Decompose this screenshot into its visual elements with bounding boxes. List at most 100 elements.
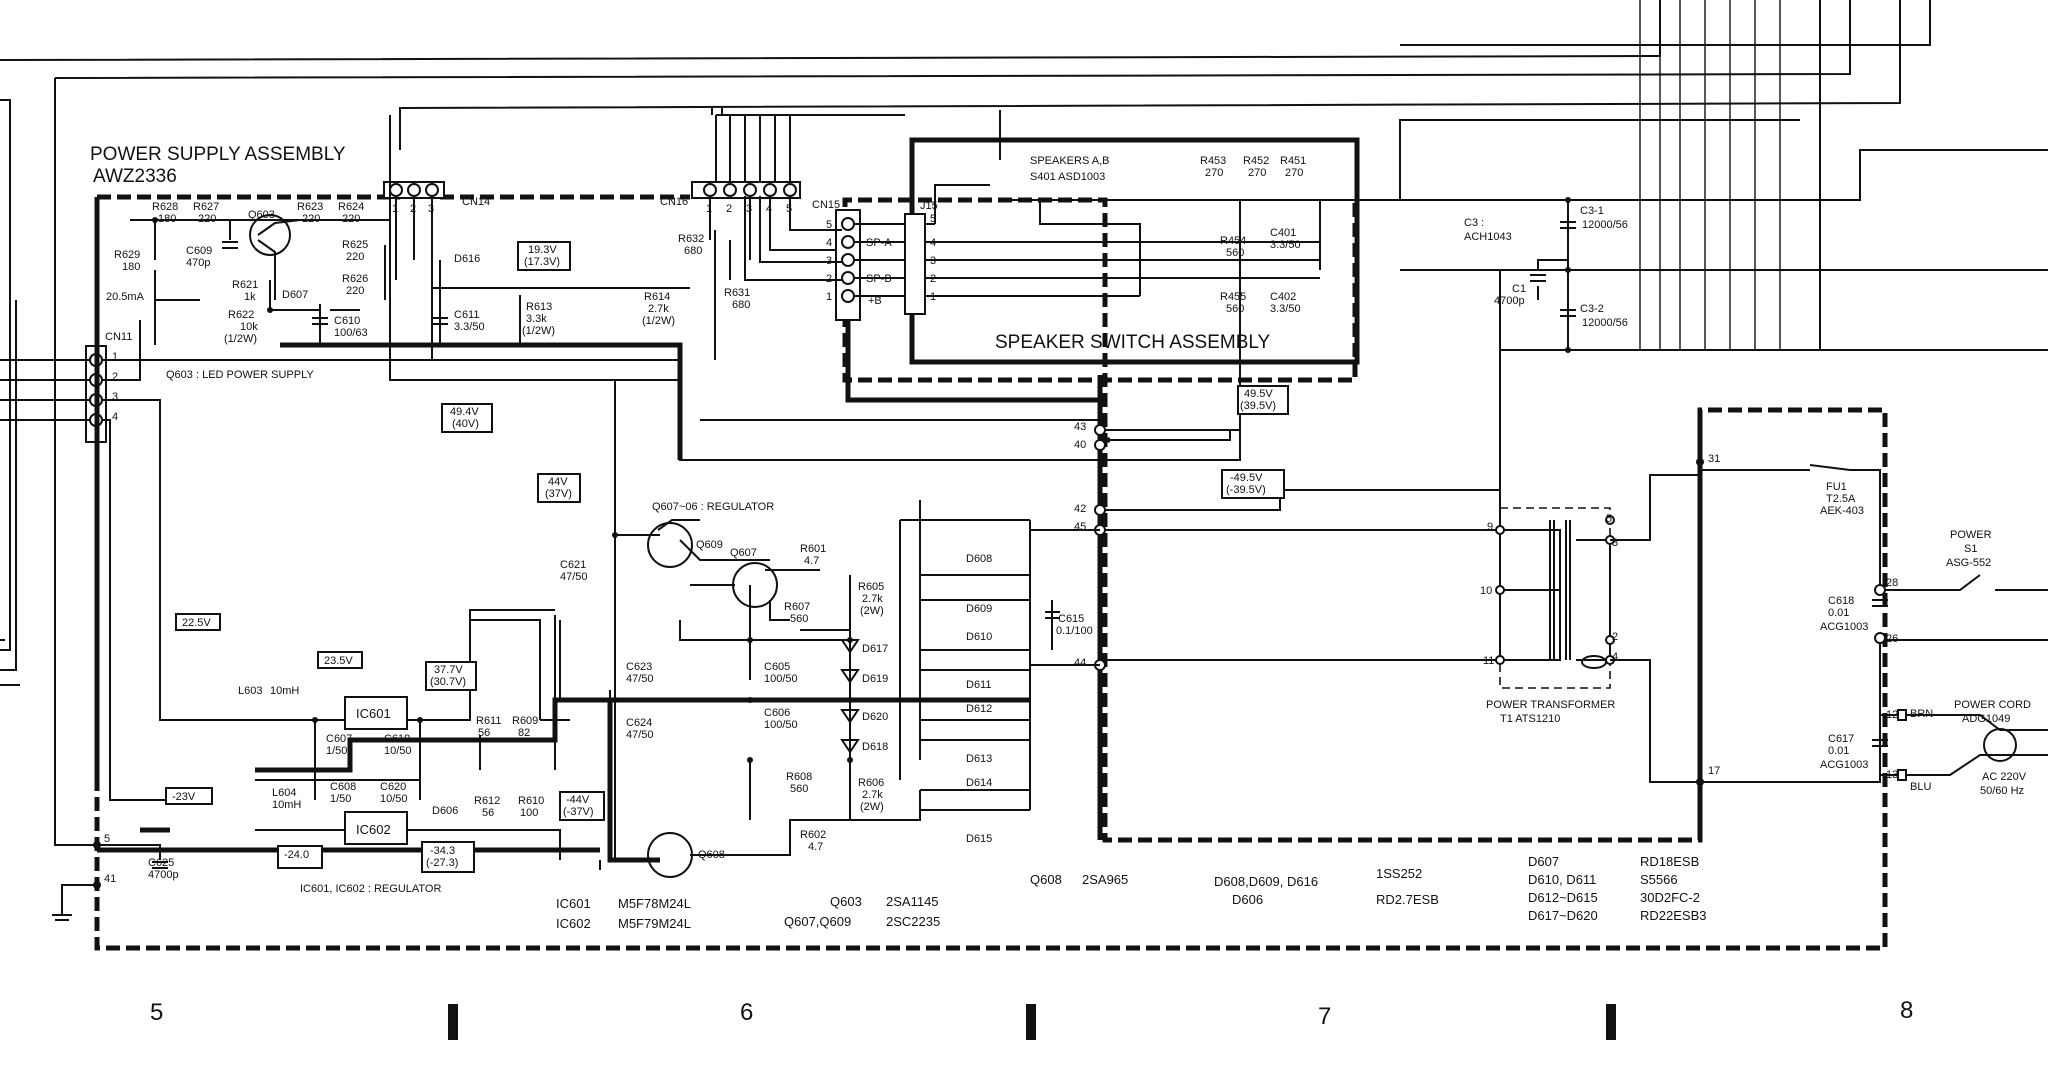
schematic-label: R455 — [1220, 291, 1246, 303]
schematic-label: 680 — [732, 299, 750, 311]
schematic-label: 19.3V — [528, 244, 557, 256]
schematic-label: IC601, IC602 : REGULATOR — [300, 883, 441, 895]
schematic-label: 1 — [930, 291, 936, 303]
schematic-label: 37.7V — [434, 664, 463, 676]
schematic-label: 2 — [112, 371, 118, 383]
schematic-label: R628 — [152, 201, 178, 213]
schematic-label: D608 — [966, 553, 992, 565]
schematic-label: R631 — [724, 287, 750, 299]
schematic-label: 2SC2235 — [886, 914, 940, 929]
schematic-label: 2SA1145 — [886, 894, 939, 909]
schematic-label: D617~D620 — [1528, 908, 1598, 923]
schematic-label: C3-1 — [1580, 205, 1604, 217]
schematic-label: D611 — [966, 679, 991, 691]
schematic-label: 4.7 — [808, 841, 823, 853]
schematic-label: D610 — [966, 631, 992, 643]
schematic-label: D617 — [862, 643, 888, 655]
schematic-label: C401 — [1270, 227, 1296, 239]
schematic-label: FU1 — [1826, 481, 1847, 493]
schematic-label: 1 — [826, 291, 832, 303]
schematic-label: 1/50 — [326, 745, 347, 757]
schematic-label: C624 — [626, 717, 652, 729]
schematic-label: 4 — [930, 237, 936, 249]
schematic-label: BLU — [1910, 781, 1931, 793]
schematic-label: 4 — [826, 237, 832, 249]
schematic-label: D608,D609, D616 — [1214, 874, 1318, 889]
top-bus-lines — [0, 0, 1931, 846]
schematic-label: S1 — [1964, 543, 1977, 555]
schematic-label: CN16 — [660, 196, 688, 208]
assembly-part: AWZ2336 — [93, 166, 177, 187]
schematic-label: RD18ESB — [1640, 854, 1699, 869]
schematic-label: Q603 — [248, 209, 275, 221]
schematic-label: 470p — [186, 257, 210, 269]
schematic-label: POWER CORD — [1954, 699, 2031, 711]
schematic-label: C611 — [454, 309, 479, 321]
cn15-connector — [744, 196, 1110, 443]
schematic-label: (-27.3) — [426, 857, 458, 869]
j15-jack — [904, 184, 1321, 315]
schematic-label: 49.4V — [450, 406, 479, 418]
schematic-label: -23V — [172, 791, 196, 803]
schematic-label: 5 — [786, 203, 792, 215]
voltage-labels: 19.3V (17.3V) 49.4V (40V) 44V (37V) 22.5… — [165, 241, 1289, 873]
schematic-label: 0.1/100 — [1056, 625, 1093, 637]
zener-stack — [840, 639, 860, 754]
schematic-label: (-37V) — [563, 806, 594, 818]
schematic-label: 1 — [392, 203, 398, 215]
schematic-label: 5 — [150, 999, 163, 1026]
schematic-label: D612 — [966, 703, 992, 715]
schematic-label: R614 — [644, 291, 670, 303]
schematic-label: 220 — [346, 285, 364, 297]
schematic-label: -44V — [566, 794, 590, 806]
schematic-label: 28 — [1886, 577, 1898, 589]
schematic-label: IC602 — [556, 916, 591, 931]
schematic-label: C605 — [764, 661, 790, 673]
schematic-label: 5 — [1606, 513, 1612, 525]
schematic-label: 11 — [1483, 655, 1494, 667]
schematic-label: C1 — [1512, 283, 1526, 295]
schematic-label: R629 — [114, 249, 140, 261]
schematic-label: (37V) — [545, 488, 572, 500]
schematic-label: -24.0 — [284, 849, 309, 861]
schematic-label: 680 — [684, 245, 702, 257]
schematic-label: Q603 — [830, 894, 862, 909]
schematic-label: M5F79M24L — [618, 916, 691, 931]
schematic-label: R621 — [232, 279, 258, 291]
schematic-label: D614 — [966, 777, 992, 789]
schematic-label: 100/50 — [764, 673, 798, 685]
schematic-label: C607 — [326, 733, 352, 745]
schematic-label: R610 — [518, 795, 544, 807]
schematic-label: R451 — [1280, 155, 1306, 167]
cn16-connector — [691, 114, 905, 280]
schematic-label: 9 — [1487, 521, 1493, 533]
schematic-label: 220 — [198, 213, 216, 225]
schematic-label: 10/50 — [380, 793, 408, 805]
schematic-label: 1/50 — [330, 793, 351, 805]
schematic-label: RD22ESB3 — [1640, 908, 1706, 923]
schematic-label: R611 — [476, 715, 501, 727]
schematic-label: C620 — [380, 781, 406, 793]
schematic-label: R609 — [512, 715, 538, 727]
schematic-label: 22.5V — [182, 617, 211, 629]
schematic-label: 3 — [826, 255, 832, 267]
schematic-label: 4 — [112, 411, 118, 423]
schematic-label: R602 — [800, 829, 826, 841]
schematic-label: 2.7k — [862, 789, 883, 801]
schematic-label: D607 — [1528, 854, 1559, 869]
schematic-label: Q607,Q609 — [784, 914, 851, 929]
regulator-circuit — [432, 230, 1030, 878]
schematic-label: 23.5V — [324, 655, 353, 667]
schematic-label: 2 — [1612, 631, 1618, 643]
schematic-label: IC601 — [556, 896, 591, 911]
schematic-label: 17 — [1708, 765, 1720, 777]
schematic-label: 12 — [1886, 709, 1898, 721]
schematic-label: R608 — [786, 771, 812, 783]
schematic-label: S401 ASD1003 — [1030, 171, 1105, 183]
schematic-label: 3 — [112, 391, 118, 403]
rectifier-bridge — [920, 520, 1100, 811]
schematic-label: (1/2W) — [642, 315, 675, 327]
schematic-label: 560 — [790, 783, 808, 795]
schematic-label: C608 — [330, 781, 356, 793]
schematic-label: C618 — [1828, 595, 1854, 607]
